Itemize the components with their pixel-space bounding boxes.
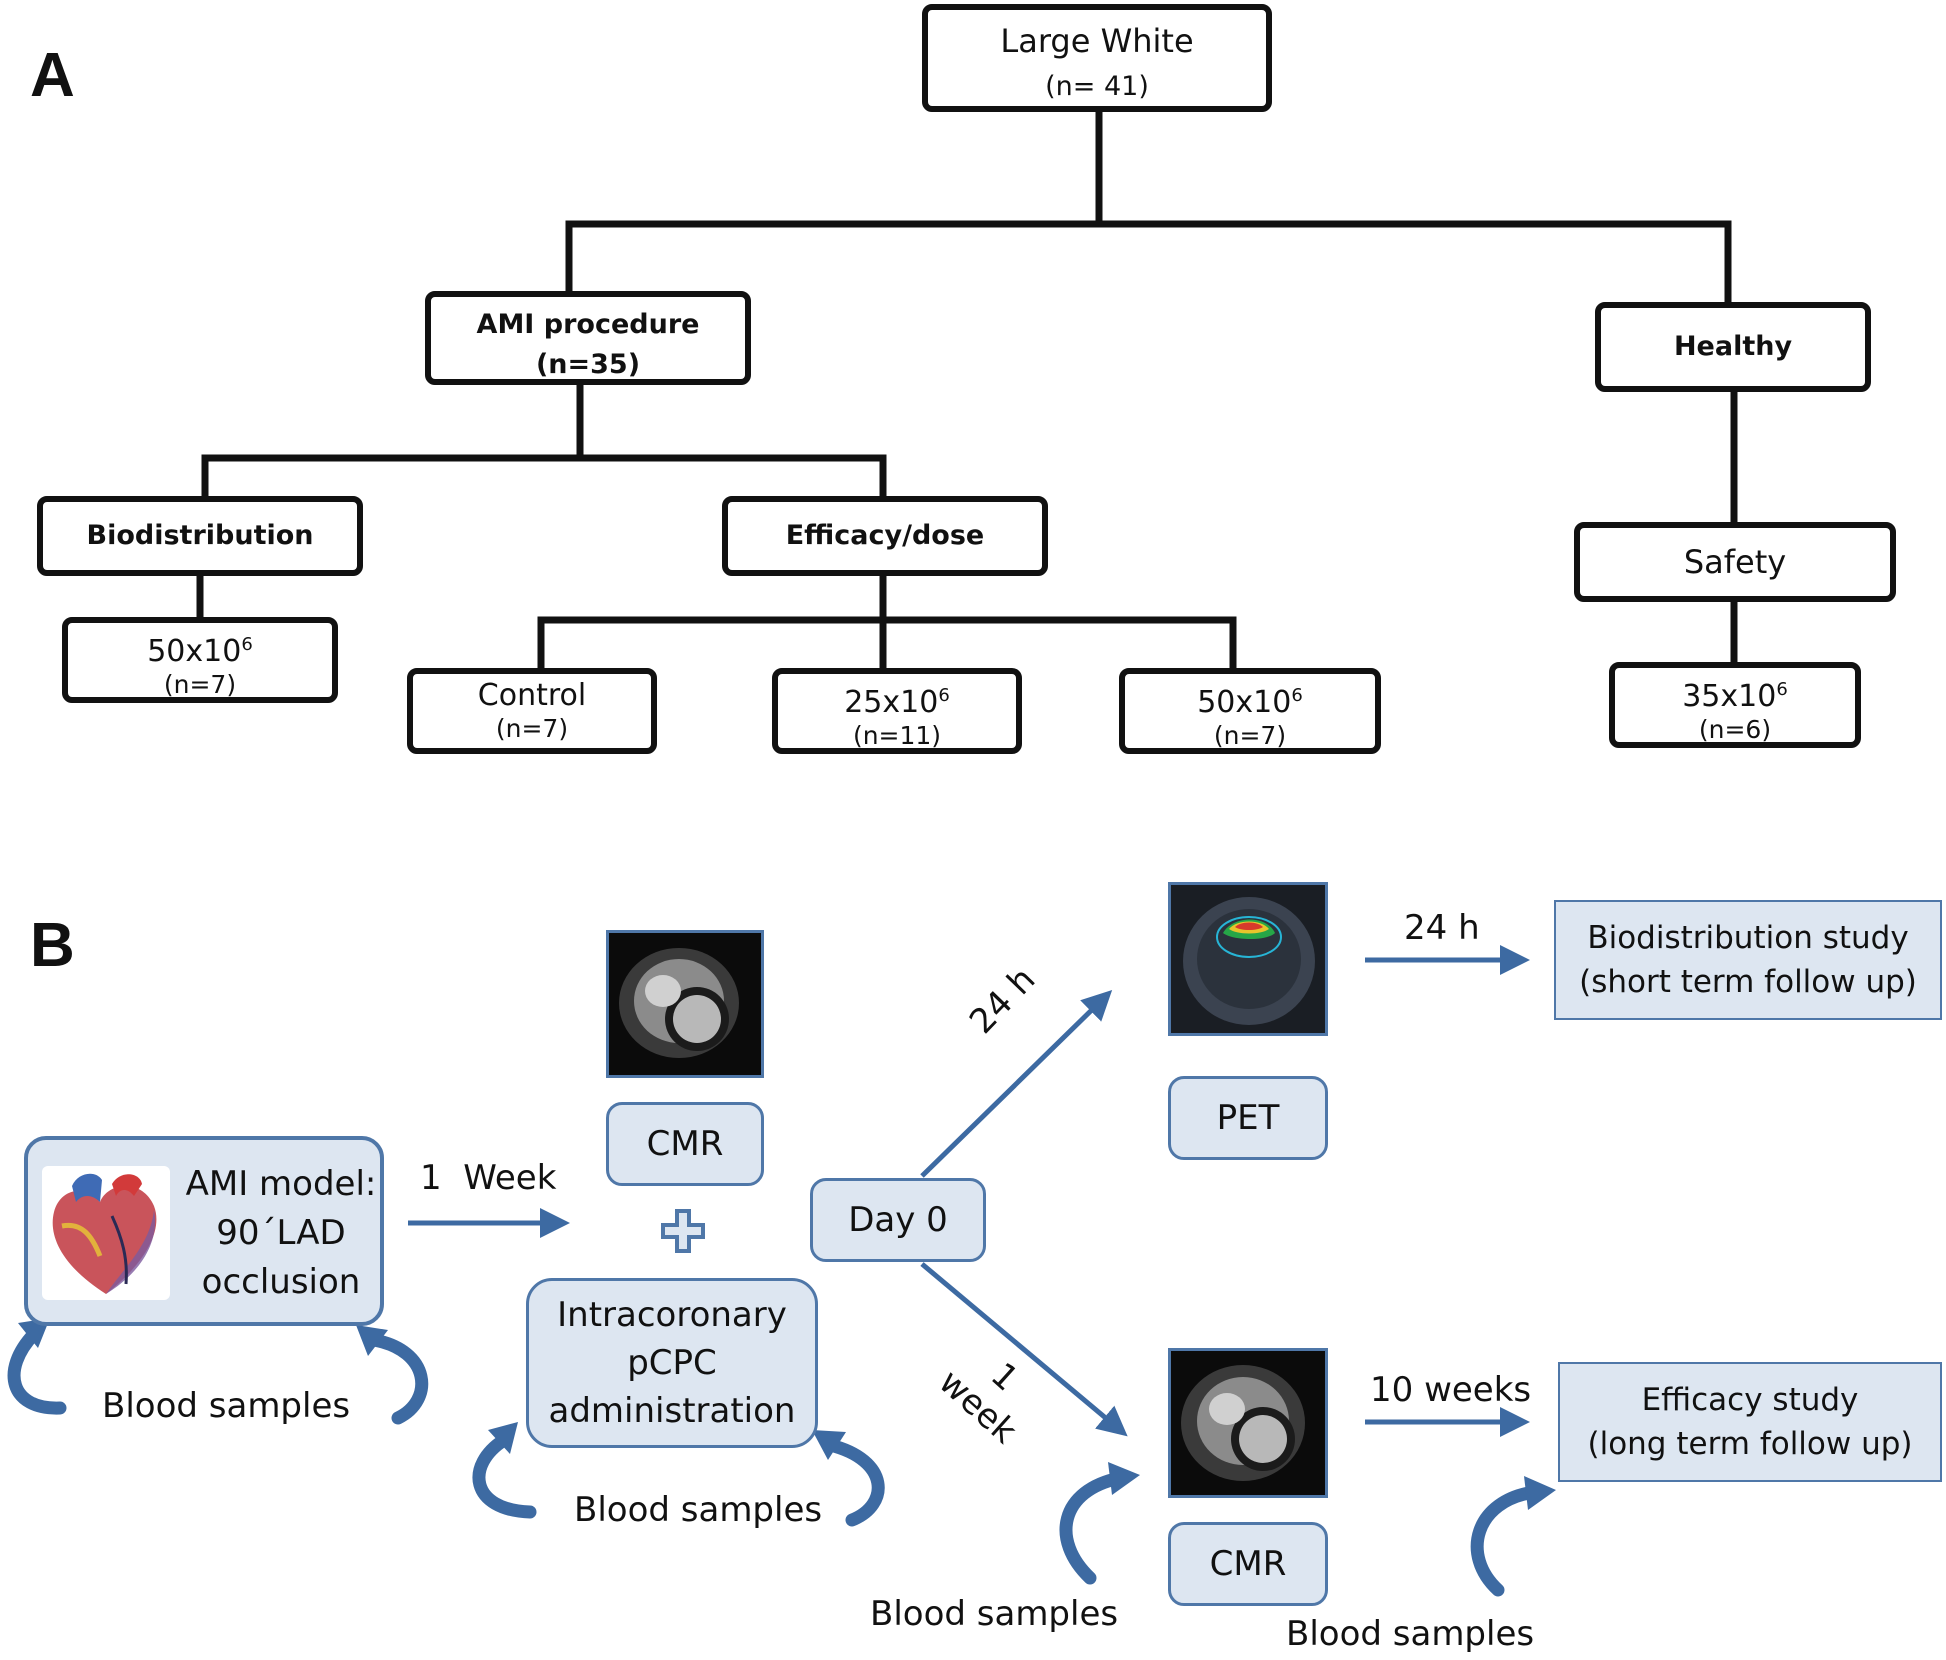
intracoronary-line-1: Intracoronary	[557, 1295, 787, 1335]
biodistribution-study-line-1: Biodistribution study	[1587, 920, 1909, 956]
panel-b-letter: B	[30, 911, 75, 980]
dose-25-box: 25x106 (n=11)	[772, 668, 1022, 754]
safety-dose-value: 35x106	[1682, 679, 1788, 714]
bio-dose-box: 50x106 (n=7)	[62, 617, 338, 703]
large-white-title: Large White	[1000, 22, 1194, 60]
dose-50-count: (n=7)	[1213, 721, 1287, 750]
day-0-label: Day 0	[848, 1200, 948, 1240]
large-white-count: (n= 41)	[1045, 71, 1149, 102]
curl-arrow-1b	[367, 1333, 429, 1425]
cmr-bottom-label: CMR	[1209, 1544, 1287, 1584]
intracoronary-text: Intracoronary pCPC administration	[549, 1291, 796, 1435]
biodistribution-study-line-2: (short term follow up)	[1579, 964, 1917, 1000]
curl-arrow-3	[1059, 1471, 1127, 1585]
ami-model-box: AMI model: 90´LAD occlusion	[24, 1136, 384, 1326]
efficacy-study-line-2: (long term follow up)	[1587, 1426, 1913, 1462]
blood-samples-label-3: Blood samples	[870, 1594, 1119, 1634]
biodistribution-title: Biodistribution	[86, 520, 314, 551]
safety-dose-box: 35x106 (n=6)	[1609, 662, 1861, 748]
plus-icon	[660, 1208, 706, 1254]
control-box: Control (n=7)	[407, 668, 657, 754]
ami-procedure-box: AMI procedure (n=35)	[425, 291, 751, 385]
dose-50-box: 50x106 (n=7)	[1119, 668, 1381, 754]
healthy-title: Healthy	[1673, 331, 1793, 362]
pet-image	[1168, 882, 1328, 1036]
ami-model-text: AMI model: 90´LAD occlusion	[176, 1160, 386, 1307]
arrow-24h-label: 24 h	[1404, 908, 1480, 948]
ami-model-line-2: 90´LAD	[216, 1213, 346, 1253]
arrow-to-pet	[920, 990, 1113, 1178]
heart-illustration-icon	[42, 1166, 170, 1300]
curl-arrow-1a	[7, 1327, 67, 1415]
dose-25-count: (n=11)	[852, 721, 942, 750]
efficacy-study-box: Efficacy study (long term follow up)	[1558, 1362, 1942, 1482]
efficacy-study-line-1: Efficacy study	[1641, 1382, 1859, 1418]
cmr-bottom-box: CMR	[1168, 1522, 1328, 1606]
cmr-image-bottom	[1168, 1348, 1328, 1498]
biodistribution-box: Biodistribution	[37, 496, 363, 576]
ami-procedure-count: (n=35)	[535, 349, 641, 380]
ami-model-line-1: AMI model:	[185, 1164, 377, 1204]
intracoronary-line-3: administration	[548, 1391, 796, 1431]
cmr-top-box: CMR	[606, 1102, 764, 1186]
cmr-image-top	[606, 930, 764, 1078]
panel-a-connectors	[196, 104, 1738, 674]
panel-a-letter: A	[30, 41, 75, 110]
ami-procedure-title: AMI procedure	[476, 309, 700, 340]
cmr-top-label: CMR	[646, 1124, 724, 1164]
pet-box: PET	[1168, 1076, 1328, 1160]
blood-samples-label-1: Blood samples	[102, 1386, 351, 1426]
dose-50-value: 50x106	[1197, 685, 1303, 720]
safety-title: Safety	[1683, 543, 1787, 581]
ami-model-line-3: occlusion	[201, 1262, 361, 1302]
control-title: Control	[477, 678, 587, 713]
arrow-to-cmr	[920, 1262, 1128, 1437]
safety-box: Safety	[1574, 522, 1896, 602]
one-week-label: 1 Week	[420, 1158, 557, 1198]
efficacy-dose-title: Efficacy/dose	[785, 520, 985, 551]
intracoronary-line-2: pCPC	[627, 1343, 717, 1383]
curl-arrow-2a	[472, 1433, 537, 1519]
arrow-10-weeks-label: 10 weeks	[1370, 1370, 1532, 1410]
efficacy-dose-box: Efficacy/dose	[722, 496, 1048, 576]
pet-label: PET	[1216, 1098, 1280, 1138]
large-white-box: Large White (n= 41)	[922, 4, 1272, 112]
curl-arrow-2b	[823, 1438, 885, 1527]
blood-samples-label-4: Blood samples	[1286, 1614, 1535, 1654]
intracoronary-box: Intracoronary pCPC administration	[526, 1278, 818, 1448]
bio-dose-value: 50x106	[147, 634, 253, 669]
safety-dose-count: (n=6)	[1698, 715, 1772, 744]
healthy-box: Healthy	[1595, 302, 1871, 392]
day-0-box: Day 0	[810, 1178, 986, 1262]
biodistribution-study-box: Biodistribution study (short term follow…	[1554, 900, 1942, 1020]
blood-samples-label-2: Blood samples	[574, 1490, 823, 1530]
bio-dose-count: (n=7)	[163, 670, 237, 699]
control-count: (n=7)	[495, 714, 569, 743]
dose-25-value: 25x106	[844, 685, 950, 720]
curl-arrow-4	[1470, 1485, 1542, 1597]
